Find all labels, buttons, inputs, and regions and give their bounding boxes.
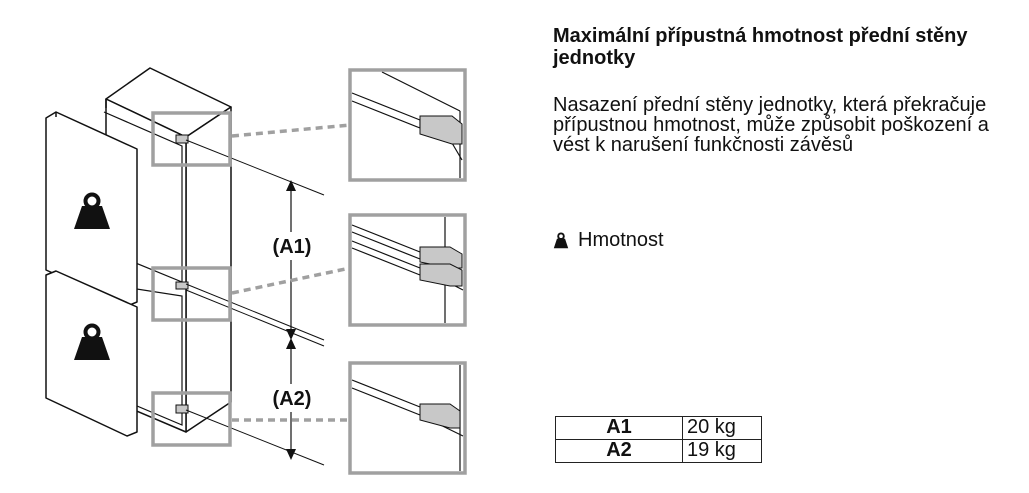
callout-top-hinge xyxy=(348,68,467,182)
row-value: 20 kg xyxy=(682,416,762,440)
highlight-frames xyxy=(151,111,232,447)
row-value: 19 kg xyxy=(682,439,762,463)
reference-lines xyxy=(185,139,325,466)
row-key: A1 xyxy=(555,416,683,440)
hinge-blocks xyxy=(175,134,189,414)
dimension-a2-label: (A2) xyxy=(273,388,312,410)
page-title: Maximální přípustná hmotnost přední stěn… xyxy=(553,25,968,69)
callout-middle-hinges xyxy=(348,213,467,327)
table-row: A2 19 kg xyxy=(555,439,762,463)
row-key: A2 xyxy=(555,439,683,463)
dimension-a1-label: (A1) xyxy=(273,236,312,258)
weights-table: A1 20 kg A2 19 kg xyxy=(555,416,762,463)
weight-icon xyxy=(553,231,569,248)
callout-connectors xyxy=(231,123,351,422)
legend: Hmotnost xyxy=(553,229,664,252)
callout-bottom-hinge xyxy=(348,361,467,475)
table-row: A1 20 kg xyxy=(555,416,762,440)
front-panels xyxy=(45,111,138,437)
legend-label: Hmotnost xyxy=(578,229,664,251)
weight-icon xyxy=(74,192,110,229)
dimension-a1 xyxy=(286,180,296,340)
weight-icon xyxy=(74,323,110,360)
door-seams xyxy=(103,111,183,426)
warning-description: Nasazení přední stěny jednotky, která př… xyxy=(553,94,989,156)
